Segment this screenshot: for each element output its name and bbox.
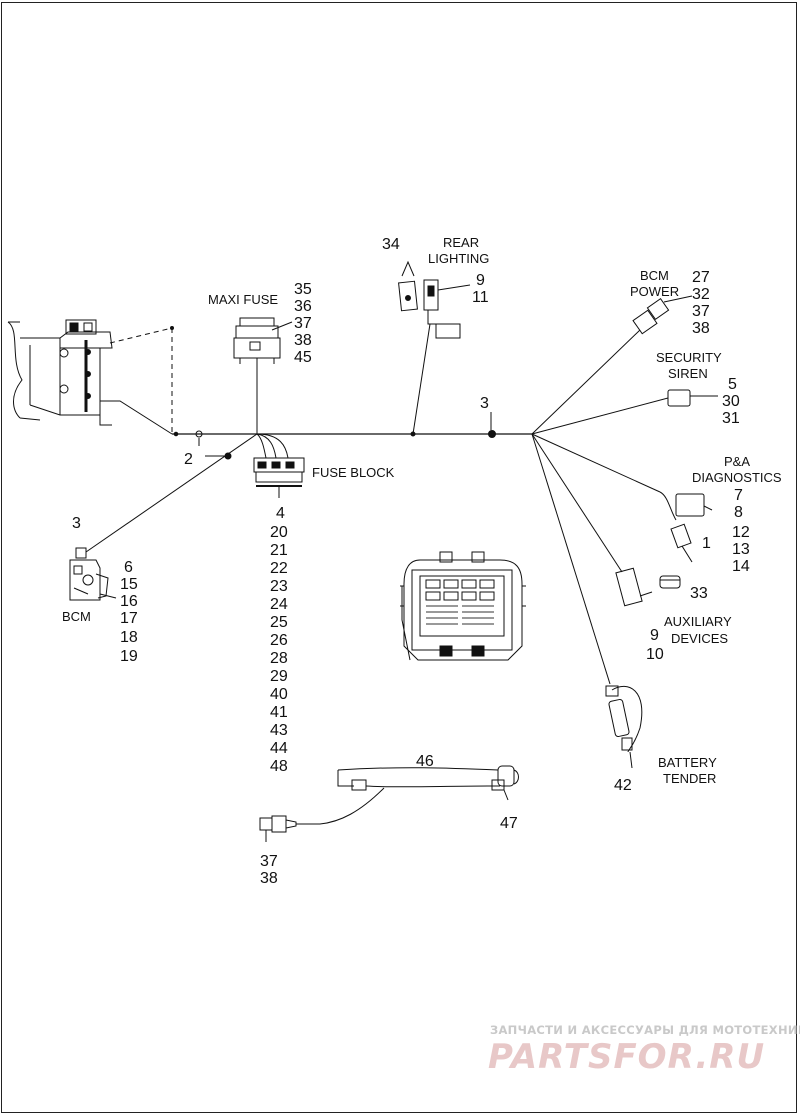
- pa-diag-num: 8: [734, 504, 743, 521]
- bcm-module: [69, 547, 117, 601]
- rear-lighting-num: 11: [472, 289, 489, 306]
- security-siren-num: 30: [722, 393, 740, 410]
- battery-tender-label: TENDER: [663, 771, 716, 786]
- maxi-fuse-num: 35: [294, 281, 312, 298]
- rear-lighting-num: 9: [476, 272, 485, 289]
- item-1-label: 1: [702, 535, 711, 552]
- bcm-label: BCM: [62, 609, 91, 624]
- fuse-block-num: 21: [270, 542, 288, 559]
- fuse-block-detail-illustration: [400, 551, 526, 661]
- bottom-num: 37: [260, 853, 278, 870]
- bcm-num: 17: [120, 610, 138, 627]
- fuse-block-num: 26: [270, 632, 288, 649]
- bcm-power-num: 32: [692, 286, 710, 303]
- item-42-label: 42: [614, 777, 632, 794]
- maxi-fuse-num: 36: [294, 298, 312, 315]
- item-46-label: 46: [416, 753, 434, 770]
- item-2-label: 2: [184, 451, 193, 468]
- pa-diag-num: 7: [734, 487, 743, 504]
- bcm-num: 16: [120, 593, 138, 610]
- rear-lighting-connectors: [398, 260, 471, 435]
- item-3-left-label: 3: [72, 515, 81, 532]
- maxi-fuse-num: 45: [294, 349, 312, 366]
- pa-diagnostics-label: DIAGNOSTICS: [692, 470, 782, 485]
- rear-lighting-label: LIGHTING: [428, 251, 489, 266]
- fuse-block-num: 25: [270, 614, 288, 631]
- fuse-block-num: 41: [270, 704, 288, 721]
- bcm-num: 18: [120, 629, 138, 646]
- maxi-fuse-num: 38: [294, 332, 312, 349]
- clip-item-3: [488, 412, 496, 438]
- auxiliary-label: AUXILIARY: [664, 614, 732, 629]
- bcm-power-branch: [531, 295, 693, 435]
- fuse-block-num: 24: [270, 596, 288, 613]
- maxi-fuse-label: MAXI FUSE: [208, 292, 278, 307]
- frame-bracket: [7, 319, 174, 435]
- bcm-power-num: 37: [692, 303, 710, 320]
- bcm-power-num: 38: [692, 320, 710, 337]
- fuse-block-num: 28: [270, 650, 288, 667]
- bcm-power-label: POWER: [630, 284, 679, 299]
- item-33-label: 33: [690, 585, 708, 602]
- bcm-power-num: 27: [692, 269, 710, 286]
- clip-item-2: [195, 430, 232, 460]
- lower-harness-46: [259, 765, 519, 842]
- bcm-num: 19: [120, 648, 138, 665]
- auxiliary-devices-branch: [531, 433, 681, 607]
- pa-diagnostics-label: P&A: [724, 454, 750, 469]
- fuse-block-num: 48: [270, 758, 288, 775]
- auxiliary-label: DEVICES: [671, 631, 728, 646]
- security-siren-num: 5: [728, 376, 737, 393]
- security-siren-branch: [531, 389, 718, 435]
- item-34-label: 34: [382, 236, 400, 253]
- watermark-logo: PARTSFOR.RU: [488, 1037, 765, 1077]
- watermark-tagline: ЗАПЧАСТИ И АКСЕССУАРЫ ДЛЯ МОТОТЕХНИКИ: [490, 1023, 800, 1037]
- bcm-num: 6: [124, 559, 133, 576]
- fuse-block-num: 29: [270, 668, 288, 685]
- security-siren-label: SIREN: [668, 366, 708, 381]
- battery-tender-branch: [531, 433, 643, 769]
- item-3-label: 3: [480, 395, 489, 412]
- bcm-num: 15: [120, 576, 138, 593]
- pa-diagnostics-branch: [531, 433, 713, 563]
- bcm-power-label: BCM: [640, 268, 669, 283]
- aux-num: 9: [650, 627, 659, 644]
- pa-diag-num: 12: [732, 524, 750, 541]
- bcm-branch-wire: [85, 433, 258, 553]
- pa-diag-num: 13: [732, 541, 750, 558]
- fuse-block-num: 43: [270, 722, 288, 739]
- battery-tender-label: BATTERY: [658, 755, 717, 770]
- fuse-block-label: FUSE BLOCK: [312, 465, 395, 480]
- rear-lighting-label: REAR: [443, 235, 479, 250]
- fuse-block-num: 20: [270, 524, 288, 541]
- fuse-block-num: 23: [270, 578, 288, 595]
- item-47-label: 47: [500, 815, 518, 832]
- bottom-num: 38: [260, 870, 278, 887]
- security-siren-num: 31: [722, 410, 740, 427]
- fuse-block-num: 22: [270, 560, 288, 577]
- security-siren-label: SECURITY: [656, 350, 722, 365]
- aux-num: 10: [646, 646, 664, 663]
- fuse-block-num: 4: [276, 505, 285, 522]
- pa-diag-num: 14: [732, 558, 750, 575]
- fuse-block-num: 44: [270, 740, 288, 757]
- maxi-fuse-num: 37: [294, 315, 312, 332]
- fuse-block-num: 40: [270, 686, 288, 703]
- maxi-fuse-connector: [233, 317, 293, 434]
- fuse-block-connector: [253, 433, 305, 498]
